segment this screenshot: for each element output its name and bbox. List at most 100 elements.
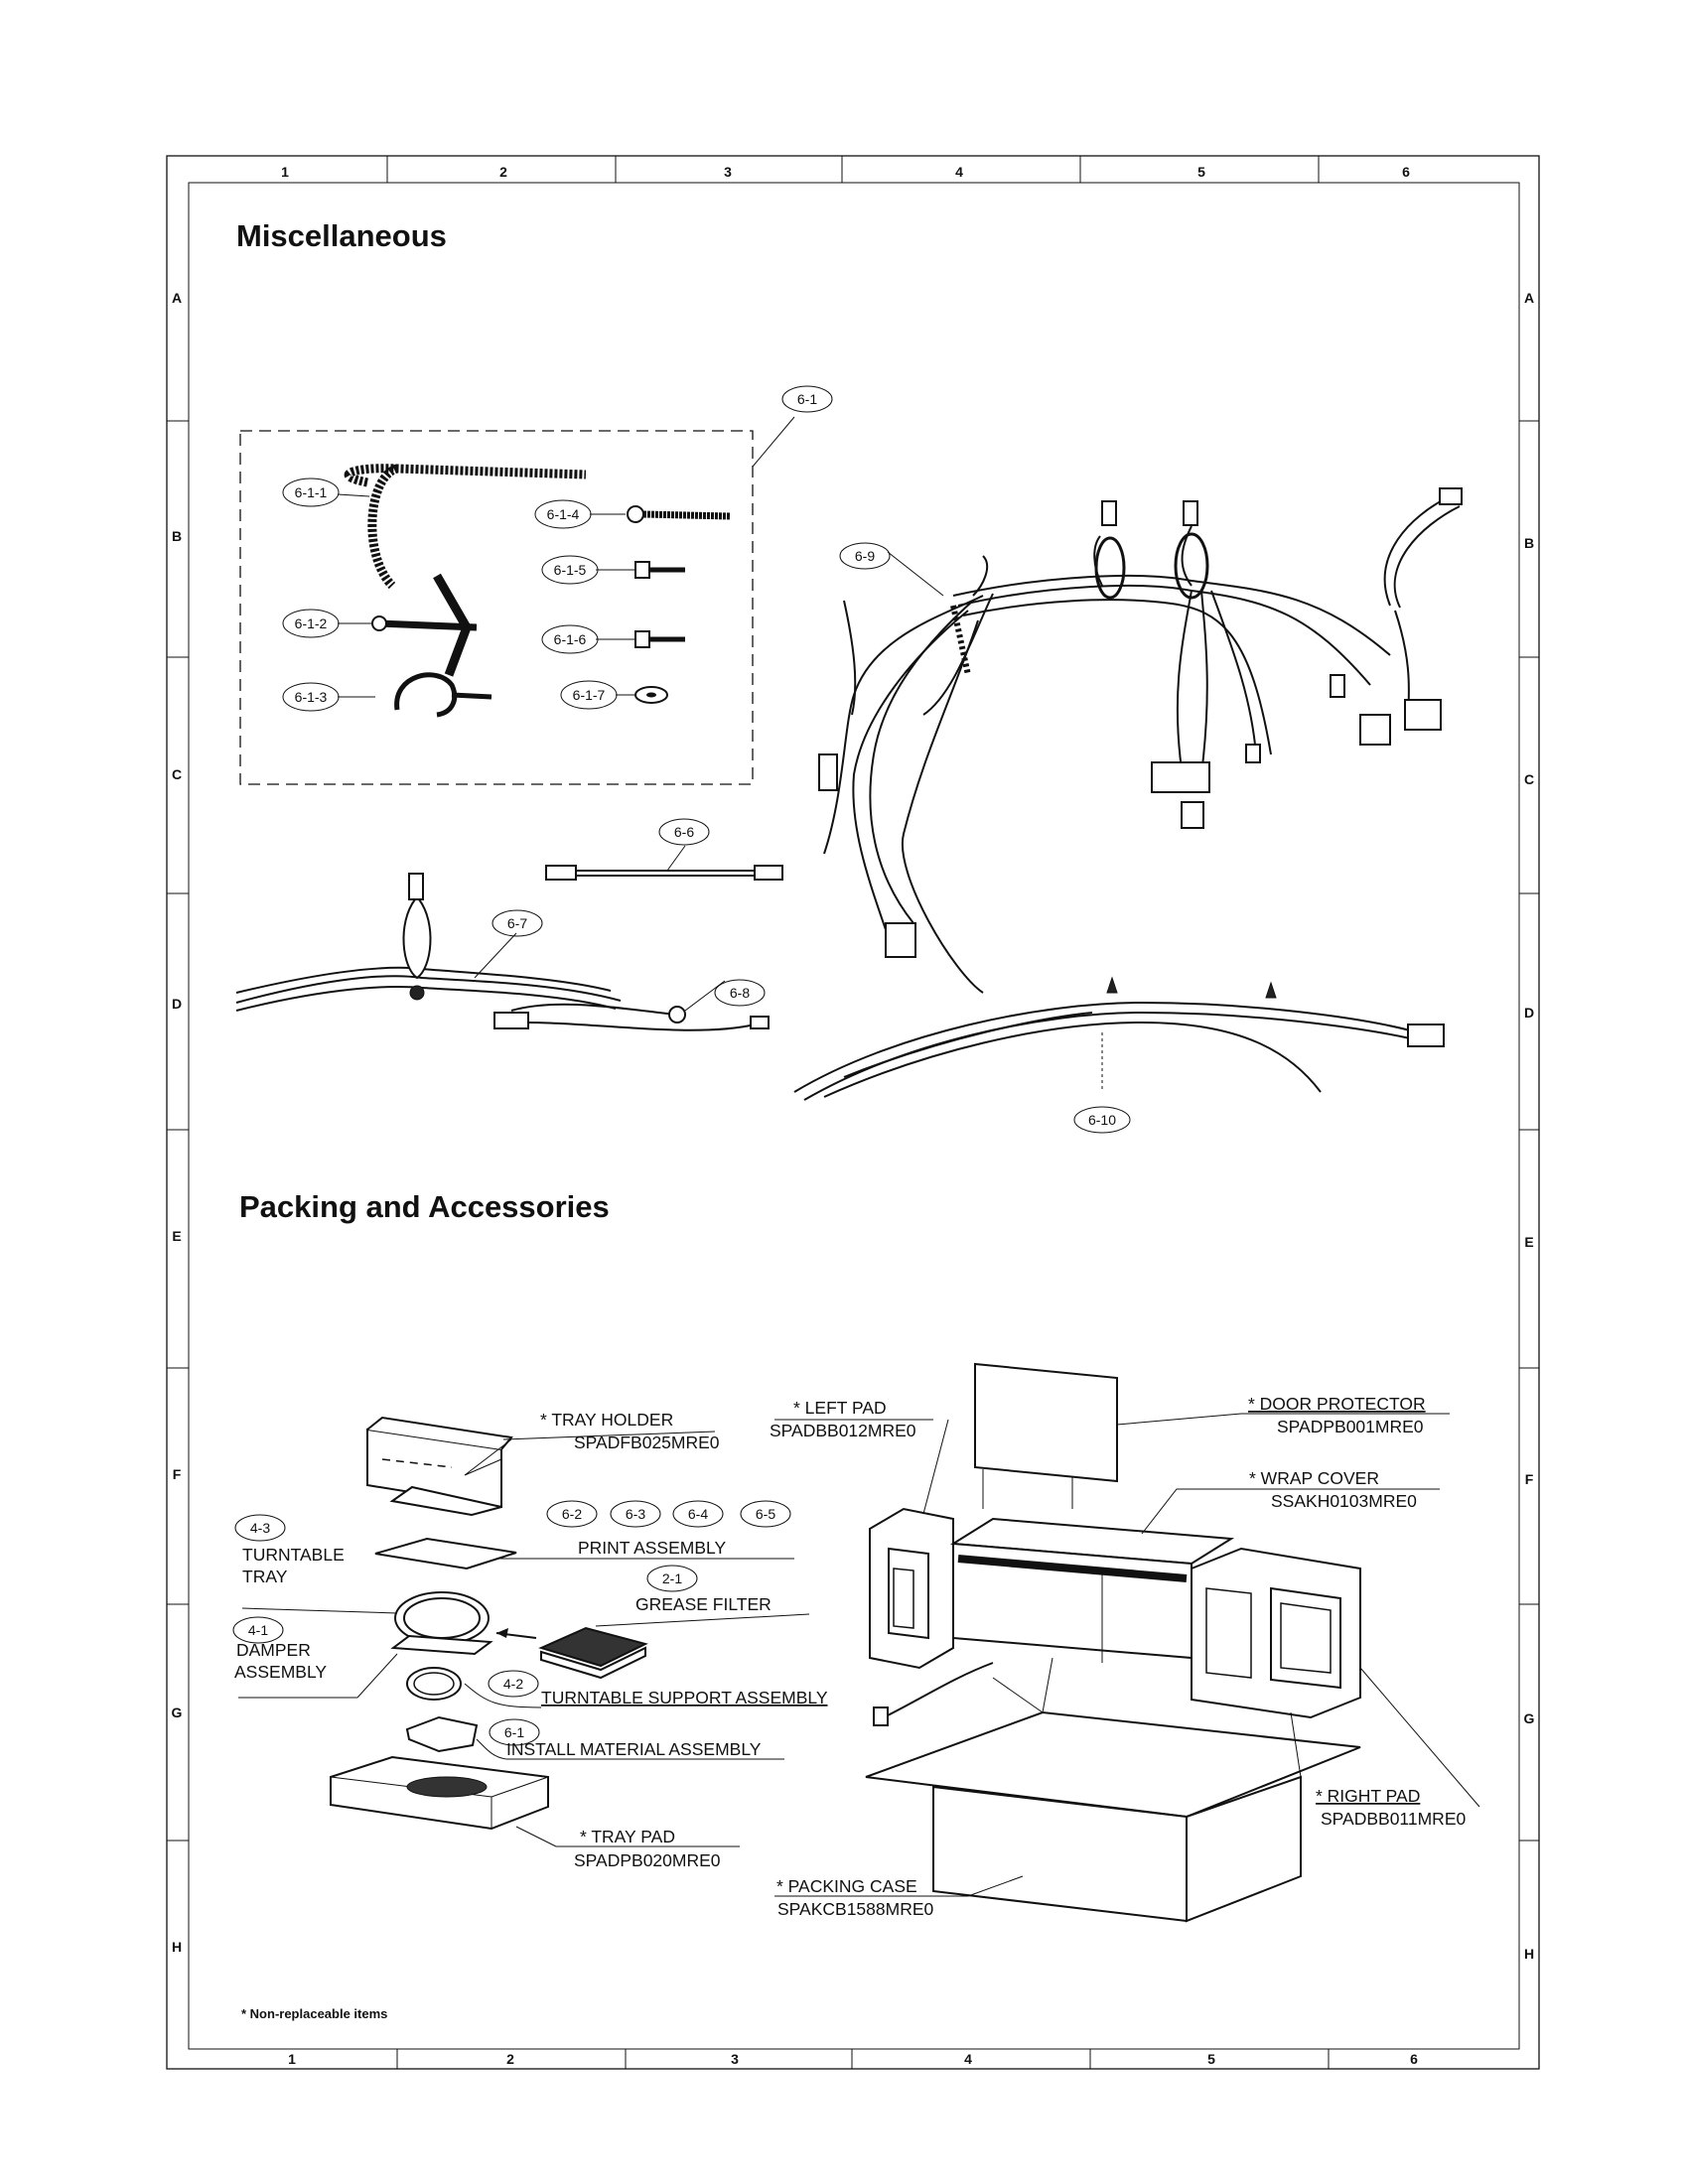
callout-4-3 bbox=[234, 1514, 286, 1542]
grid-row-H: H bbox=[172, 1939, 182, 1955]
damper-assembly-label-2: ASSEMBLY bbox=[234, 1662, 327, 1682]
tray-pad-code: SPADPB020MRE0 bbox=[574, 1850, 721, 1870]
long-screw-part bbox=[590, 505, 731, 523]
grid-col-2-bottom: 2 bbox=[506, 2051, 514, 2067]
svg-text:4-3: 4-3 bbox=[250, 1520, 270, 1536]
damper-assembly-part bbox=[238, 1634, 493, 1699]
screw-part-6-1-6 bbox=[596, 630, 685, 648]
callout-6-4 bbox=[672, 1500, 724, 1528]
svg-text:6-1: 6-1 bbox=[797, 391, 817, 407]
grid-row-G: G bbox=[172, 1705, 183, 1720]
grid-row-H-right: H bbox=[1524, 1946, 1534, 1962]
wire-bundle-6-7-part bbox=[235, 873, 622, 1012]
grid-col-4-bottom: 4 bbox=[964, 2051, 972, 2067]
grid-row-C: C bbox=[172, 766, 182, 782]
tray-holder-code: SPADFB025MRE0 bbox=[574, 1433, 720, 1452]
right-pad-part bbox=[1191, 1547, 1480, 1808]
callout-6-10 bbox=[1073, 1106, 1131, 1134]
grid-row-C-right: C bbox=[1524, 771, 1534, 787]
svg-text:6-3: 6-3 bbox=[626, 1506, 645, 1522]
grid-col-3-bottom: 3 bbox=[731, 2051, 739, 2067]
packing-case-code: SPAKCB1588MRE0 bbox=[777, 1899, 934, 1919]
grease-filter-part bbox=[495, 1613, 810, 1680]
grid-row-F-right: F bbox=[1525, 1471, 1534, 1487]
grid-row-D: D bbox=[172, 996, 182, 1012]
callout-6-1-1 bbox=[282, 478, 340, 507]
callout-4-1 bbox=[232, 1616, 284, 1644]
svg-text:6-1-7: 6-1-7 bbox=[573, 687, 606, 703]
callout-6-6 bbox=[658, 818, 710, 846]
svg-text:4-2: 4-2 bbox=[503, 1676, 523, 1692]
wrap-cover-label: * WRAP COVER bbox=[1249, 1468, 1379, 1488]
left-pad-part bbox=[774, 1419, 954, 1670]
svg-text:6-8: 6-8 bbox=[730, 985, 750, 1001]
callout-6-1 bbox=[781, 385, 833, 413]
grid-col-1-bottom: 1 bbox=[288, 2051, 296, 2067]
svg-text:2-1: 2-1 bbox=[662, 1570, 682, 1586]
packing-accessories-title: Packing and Accessories bbox=[239, 1189, 610, 1224]
grid-row-B: B bbox=[172, 528, 182, 544]
grid-column-labels-bottom: 1 2 3 4 5 6 bbox=[288, 2051, 1418, 2067]
screw-kit-group bbox=[239, 416, 795, 785]
turntable-support-label: TURNTABLE SUPPORT ASSEMBLY bbox=[541, 1688, 828, 1707]
grid-col-2: 2 bbox=[499, 164, 507, 180]
grid-row-D-right: D bbox=[1524, 1005, 1534, 1021]
callout-2-1 bbox=[646, 1565, 698, 1592]
callout-6-3 bbox=[610, 1500, 661, 1528]
grid-row-labels-left: A B C D E F G H bbox=[172, 290, 183, 1955]
callout-6-8 bbox=[714, 979, 766, 1007]
accessories-left-group bbox=[238, 1416, 810, 1847]
callout-6-9 bbox=[839, 542, 891, 570]
callout-6-1-6 bbox=[541, 624, 599, 654]
svg-text:6-9: 6-9 bbox=[855, 548, 875, 564]
svg-text:6-1-2: 6-1-2 bbox=[295, 615, 328, 631]
callout-6-1-7 bbox=[560, 680, 618, 710]
svg-text:6-1-5: 6-1-5 bbox=[554, 562, 587, 578]
print-assembly-part bbox=[374, 1537, 794, 1570]
grid-row-A-right: A bbox=[1524, 290, 1534, 306]
screw-kit-dashed-box bbox=[239, 430, 754, 785]
harness-6-10-part bbox=[793, 976, 1445, 1101]
packing-case-label: * PACKING CASE bbox=[776, 1876, 917, 1896]
tray-pad-part bbox=[330, 1755, 740, 1847]
callout-4-2 bbox=[488, 1670, 539, 1698]
svg-text:6-7: 6-7 bbox=[507, 915, 527, 931]
door-protector-code: SPADPB001MRE0 bbox=[1277, 1417, 1424, 1436]
sheet-frame bbox=[166, 155, 1540, 2070]
callout-6-2 bbox=[546, 1500, 598, 1528]
grid-row-B-right: B bbox=[1524, 535, 1534, 551]
grease-filter-label: GREASE FILTER bbox=[635, 1594, 772, 1614]
grid-col-5-bottom: 5 bbox=[1207, 2051, 1215, 2067]
power-cord-part bbox=[883, 1662, 994, 1718]
callout-6-1-install bbox=[489, 1718, 540, 1746]
packing-callouts: 4-3 4-1 6-2 6-3 6-4 6-5 2-1 4-2 6-1 bbox=[232, 1500, 791, 1746]
grid-col-4: 4 bbox=[955, 164, 963, 180]
screw-part-6-1-5 bbox=[596, 561, 685, 579]
wire-6-8-part bbox=[493, 980, 770, 1031]
door-protector-part bbox=[974, 1362, 1450, 1509]
miscellaneous-title: Miscellaneous bbox=[236, 218, 447, 253]
print-assembly-label: PRINT ASSEMBLY bbox=[578, 1538, 726, 1558]
grid-col-5: 5 bbox=[1197, 164, 1205, 180]
turntable-support-part bbox=[406, 1667, 542, 1708]
grid-col-6-bottom: 6 bbox=[1410, 2051, 1418, 2067]
grid-col-6: 6 bbox=[1402, 164, 1410, 180]
toggle-bolt-part bbox=[338, 573, 478, 677]
grid-row-A: A bbox=[172, 290, 182, 306]
callout-6-1-3 bbox=[282, 682, 340, 712]
svg-text:6-1-6: 6-1-6 bbox=[554, 631, 587, 647]
svg-text:6-1-1: 6-1-1 bbox=[295, 484, 328, 500]
packing-case-group bbox=[774, 1362, 1480, 1923]
svg-text:4-1: 4-1 bbox=[248, 1622, 268, 1638]
tray-holder-part bbox=[366, 1416, 716, 1517]
grid-row-E-right: E bbox=[1524, 1234, 1533, 1250]
hook-part bbox=[338, 672, 492, 718]
turntable-tray-label: TURNTABLE bbox=[242, 1545, 345, 1565]
grid-col-1: 1 bbox=[281, 164, 289, 180]
tray-holder-label: * TRAY HOLDER bbox=[540, 1410, 673, 1430]
plastic-strip-part bbox=[344, 464, 587, 590]
callout-6-1-2 bbox=[282, 609, 340, 638]
svg-text:6-5: 6-5 bbox=[756, 1506, 775, 1522]
install-material-part bbox=[405, 1715, 784, 1760]
